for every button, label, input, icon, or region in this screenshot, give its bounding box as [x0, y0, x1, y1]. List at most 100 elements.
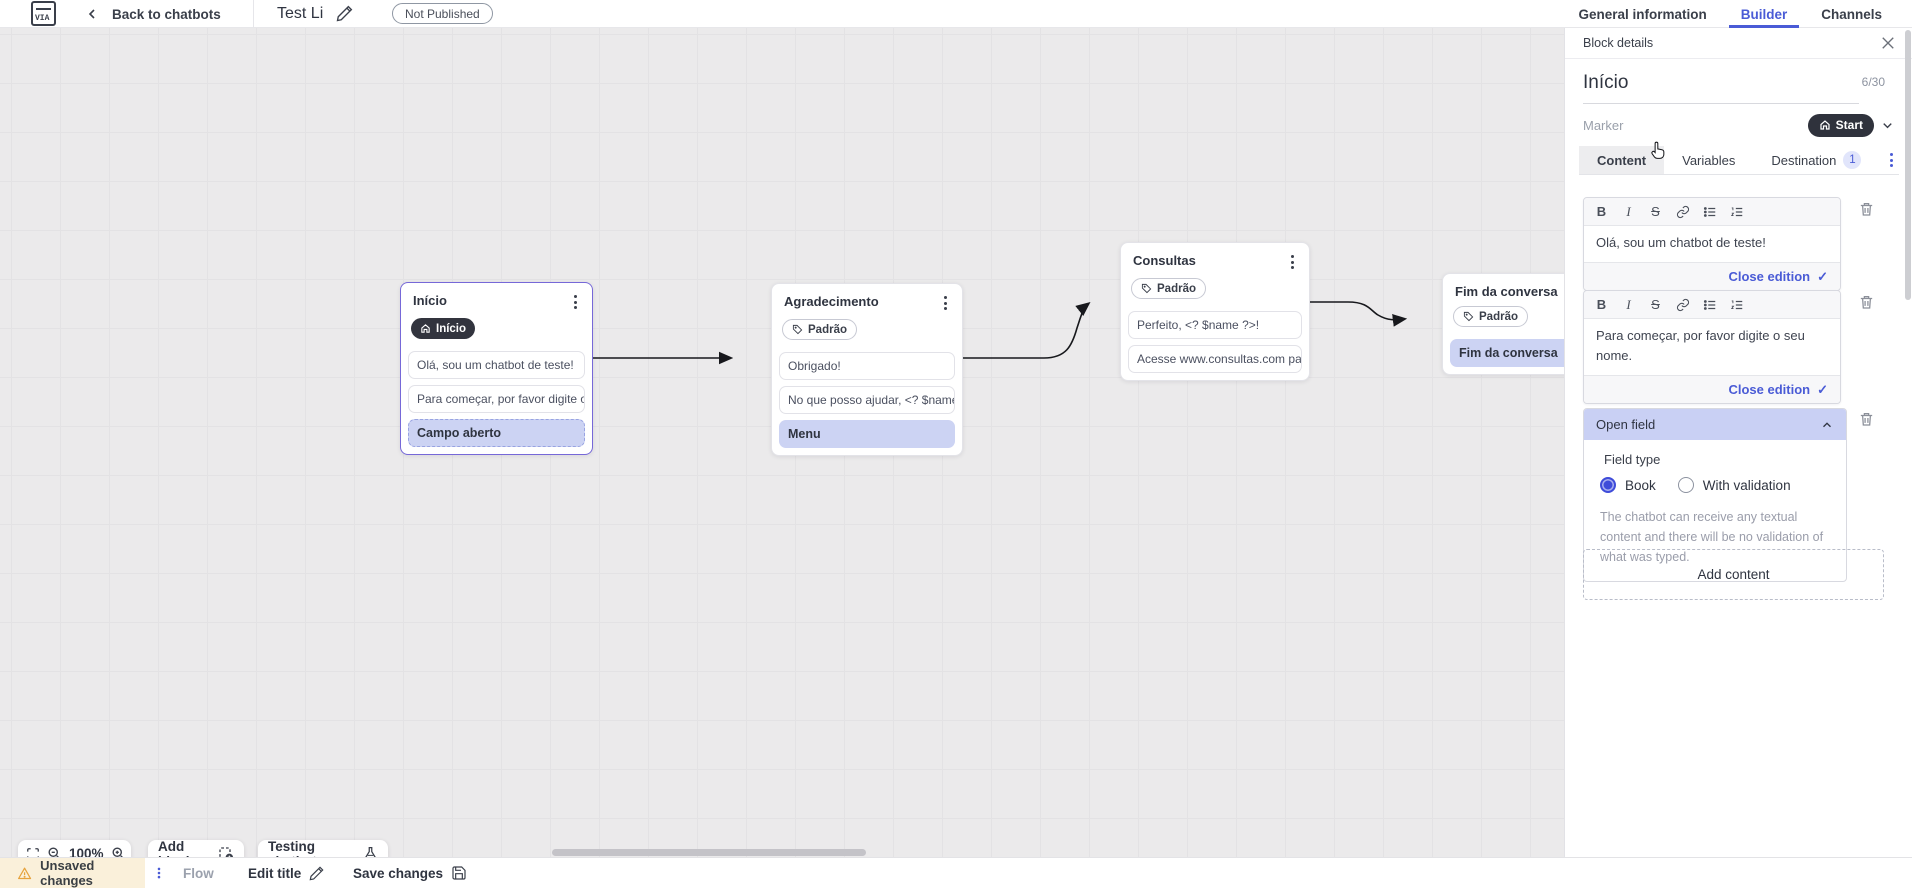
trash-icon[interactable]: [1858, 410, 1875, 429]
zoom-out-icon[interactable]: [47, 846, 62, 857]
panel-scrollbar[interactable]: [1905, 30, 1911, 300]
field-type-label: Field type: [1604, 452, 1661, 467]
tab-variables[interactable]: Variables: [1682, 152, 1736, 168]
link-icon[interactable]: [1671, 294, 1694, 316]
message-row[interactable]: Para começar, por favor digite o ...: [408, 385, 585, 413]
chevron-up-icon: [1820, 418, 1834, 432]
radio-with-validation[interactable]: With validation: [1677, 477, 1791, 493]
message-editor: B I S Olá, sou um chatbot de teste! Clos…: [1583, 197, 1841, 291]
list-numbered-icon[interactable]: [1725, 201, 1748, 223]
title-underline: [1583, 103, 1859, 104]
flow-block-inicio[interactable]: Início Início Olá, sou um chatbot de tes…: [400, 282, 593, 455]
app-logo: VIA: [31, 1, 56, 26]
back-chevron-icon: [88, 9, 95, 19]
edit-title-button[interactable]: Edit title: [248, 858, 325, 888]
close-icon[interactable]: [1879, 34, 1897, 52]
panel-header-title: Block details: [1583, 36, 1654, 50]
kebab-icon[interactable]: [938, 294, 952, 312]
list-bulleted-icon[interactable]: [1698, 294, 1721, 316]
bold-icon[interactable]: B: [1596, 297, 1607, 312]
link-icon[interactable]: [1671, 201, 1694, 223]
status-bar: Unsaved changes Flow Edit title Save cha…: [0, 857, 1912, 888]
save-icon: [452, 866, 466, 880]
flow-canvas[interactable]: Início Início Olá, sou um chatbot de tes…: [0, 28, 1564, 857]
message-row[interactable]: Perfeito, <? $name ?>!: [1128, 311, 1302, 339]
flow-block-fim[interactable]: Fim da conversa Padrão Fim da conversa: [1442, 273, 1564, 375]
message-row[interactable]: No que posso ajudar, <? $name ...: [779, 386, 955, 414]
italic-icon[interactable]: I: [1626, 203, 1631, 219]
kebab-icon[interactable]: [1883, 151, 1899, 169]
editor-text[interactable]: Para começar, por favor digite o seu nom…: [1596, 328, 1805, 363]
list-numbered-icon[interactable]: [1725, 294, 1748, 316]
char-count: 6/30: [1861, 75, 1885, 89]
zoom-level: 100%: [69, 846, 104, 857]
tab-builder[interactable]: Builder: [1728, 0, 1799, 28]
save-changes-button[interactable]: Save changes: [353, 858, 467, 888]
add-block-icon: [218, 846, 234, 857]
open-field-header[interactable]: Open field: [1584, 409, 1846, 440]
horizontal-scrollbar[interactable]: [552, 849, 866, 856]
message-row[interactable]: Obrigado!: [779, 352, 955, 380]
radio-dot: [1677, 477, 1694, 493]
testing-chatbot-label: Testing chatbot: [268, 838, 317, 858]
tab-content[interactable]: Content: [1579, 146, 1665, 174]
main-tabs: General information Builder Channels: [1578, 0, 1882, 28]
add-content-button[interactable]: Add content: [1583, 549, 1884, 600]
edit-title-pencil-icon[interactable]: [336, 4, 356, 24]
add-block-button[interactable]: Add block: [148, 839, 244, 857]
message-row[interactable]: Acesse www.consultas.com par...: [1128, 345, 1302, 373]
kebab-icon[interactable]: [152, 863, 166, 883]
menu-row[interactable]: Menu: [779, 420, 955, 448]
unsaved-changes-indicator: Unsaved changes: [0, 858, 145, 888]
marker-start-pill[interactable]: Start: [1807, 113, 1874, 137]
strikethrough-icon[interactable]: S: [1651, 204, 1660, 219]
tab-channels[interactable]: Channels: [1821, 6, 1882, 22]
flow-block-agradecimento[interactable]: Agradecimento Padrão Obrigado! No que po…: [771, 283, 963, 456]
chatbot-title[interactable]: Test Li: [277, 5, 324, 22]
home-icon: [1820, 120, 1830, 130]
flow-block-consultas[interactable]: Consultas Padrão Perfeito, <? $name ?>! …: [1120, 242, 1310, 381]
close-edition-button[interactable]: Close edition ✓: [1728, 381, 1828, 398]
strikethrough-icon[interactable]: S: [1651, 297, 1660, 312]
top-bar: VIA Back to chatbots Test Li Not Publish…: [0, 0, 1912, 28]
block-title: Agradecimento: [784, 294, 879, 309]
block-title-input[interactable]: [1583, 72, 1833, 94]
end-row[interactable]: Fim da conversa: [1450, 339, 1564, 367]
editor-toolbar: B I S: [1584, 198, 1840, 226]
field-type-description: The chatbot can receive any textual cont…: [1600, 510, 1824, 564]
back-label: Back to chatbots: [112, 6, 221, 22]
panel-header: Block details: [1565, 28, 1912, 59]
pencil-icon: [309, 866, 324, 881]
block-title: Início: [413, 293, 447, 308]
back-to-chatbots-button[interactable]: Back to chatbots: [84, 0, 221, 28]
trash-icon[interactable]: [1858, 200, 1875, 219]
editor-toolbar: B I S: [1584, 291, 1840, 319]
kebab-icon[interactable]: [568, 293, 582, 311]
marker-row: Marker Start: [1583, 112, 1895, 138]
trash-icon[interactable]: [1858, 293, 1875, 312]
list-bulleted-icon[interactable]: [1698, 201, 1721, 223]
close-edition-button[interactable]: Close edition ✓: [1728, 268, 1828, 285]
block-title-row: 6/30: [1583, 72, 1885, 104]
zoom-in-icon[interactable]: [111, 846, 126, 857]
bold-icon[interactable]: B: [1596, 204, 1607, 219]
editor-footer: Close edition ✓: [1584, 375, 1840, 403]
open-field-card: Open field Field type Book With validati…: [1583, 408, 1847, 582]
testing-chatbot-button[interactable]: Testing chatbot: [258, 838, 388, 858]
editor-text[interactable]: Olá, sou um chatbot de teste!: [1596, 235, 1766, 250]
publish-status-badge: Not Published: [392, 3, 493, 24]
message-row[interactable]: Olá, sou um chatbot de teste!: [408, 351, 585, 379]
block-title: Consultas: [1133, 253, 1196, 268]
kebab-icon[interactable]: [1285, 253, 1299, 271]
padrao-badge: Padrão: [1131, 278, 1206, 299]
open-field-row[interactable]: Campo aberto: [408, 419, 585, 447]
radio-book[interactable]: Book: [1600, 477, 1656, 493]
fullscreen-icon[interactable]: [26, 847, 40, 857]
italic-icon[interactable]: I: [1626, 296, 1631, 312]
tab-general-information[interactable]: General information: [1578, 6, 1707, 22]
chevron-down-icon[interactable]: [1880, 118, 1895, 133]
divider: [253, 0, 254, 28]
